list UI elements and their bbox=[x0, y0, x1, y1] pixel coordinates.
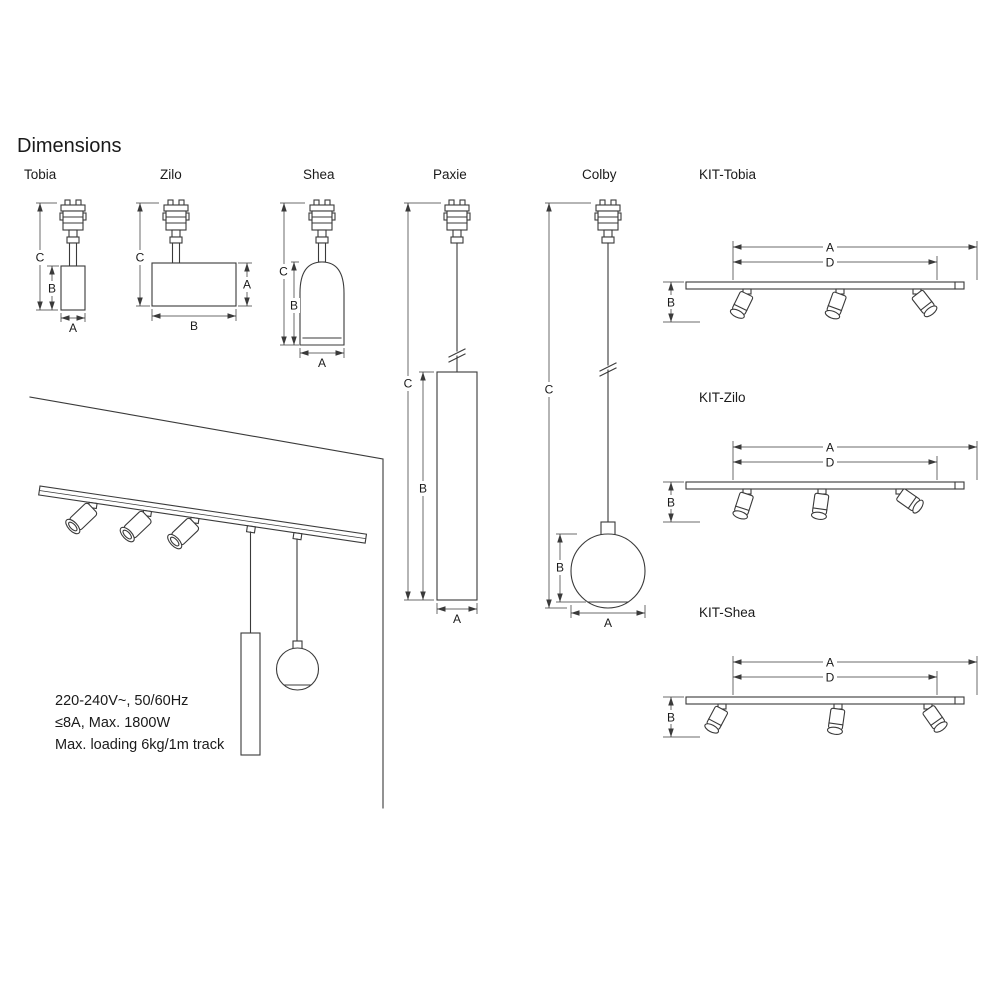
pendant-ball-icon bbox=[275, 538, 320, 691]
spec-loading: Max. loading 6kg/1m track bbox=[55, 737, 225, 753]
zilo-dim-a: A bbox=[243, 278, 251, 292]
track-perspective bbox=[38, 485, 368, 550]
spotlight-icon bbox=[731, 491, 755, 522]
colby-dim-b: B bbox=[556, 561, 564, 575]
tobia-dim-a: A bbox=[69, 321, 77, 335]
shea-dim-a: A bbox=[318, 356, 326, 370]
spotlight-icon bbox=[702, 704, 730, 736]
product-label-zilo: Zilo bbox=[160, 167, 182, 182]
kit-tobia-dim-a: A bbox=[826, 241, 834, 255]
track-adapter-icon bbox=[59, 199, 87, 244]
shea-body bbox=[299, 261, 345, 346]
paxie-body bbox=[436, 371, 478, 601]
page-title: Dimensions bbox=[17, 135, 121, 157]
zilo-dim-c: C bbox=[136, 251, 145, 265]
shea-figure: C B A bbox=[277, 199, 345, 370]
product-label-shea: Shea bbox=[303, 167, 335, 182]
pendant-cylinder-icon bbox=[240, 531, 261, 756]
colby-dim-a: A bbox=[604, 616, 612, 630]
kit-tobia-dim-b: B bbox=[667, 296, 675, 310]
track-adapter-icon bbox=[443, 199, 471, 244]
room-outline bbox=[29, 396, 384, 809]
tobia-figure: C B A bbox=[33, 199, 87, 335]
product-label-tobia: Tobia bbox=[24, 167, 57, 182]
kit-shea-dim-a: A bbox=[826, 656, 834, 670]
paxie-dim-a: A bbox=[453, 612, 461, 626]
tobia-dim-b: B bbox=[48, 282, 56, 296]
shea-dim-c: C bbox=[279, 265, 288, 279]
spotlight-icon bbox=[728, 290, 755, 321]
kit-tobia-dim-d: D bbox=[826, 256, 835, 270]
kit-zilo-dim-a: A bbox=[826, 441, 834, 455]
colby-dim-c: C bbox=[545, 383, 554, 397]
colby-body bbox=[570, 533, 646, 609]
kit-zilo-dim-d: D bbox=[826, 456, 835, 470]
spec-voltage: 220-240V~, 50/60Hz bbox=[55, 693, 188, 709]
tobia-dim-c: C bbox=[36, 251, 45, 265]
shea-dim-b: B bbox=[290, 299, 298, 313]
paxie-dim-b: B bbox=[419, 482, 427, 496]
track-adapter-icon bbox=[594, 199, 622, 244]
spotlight-icon bbox=[823, 290, 848, 322]
kit-tobia-figure: A D B bbox=[663, 240, 978, 323]
kit-shea-track bbox=[685, 696, 965, 705]
paxie-dim-c: C bbox=[404, 377, 413, 391]
spec-current: ≤8A, Max. 1800W bbox=[55, 715, 170, 731]
kit-zilo-figure: A D B bbox=[663, 440, 978, 523]
kit-label-zilo: KIT-Zilo bbox=[699, 390, 746, 405]
zilo-figure: C A B bbox=[133, 199, 254, 333]
product-label-paxie: Paxie bbox=[433, 167, 467, 182]
paxie-figure: C B A bbox=[401, 199, 478, 626]
kit-zilo-track bbox=[685, 481, 965, 490]
spotlight-icon bbox=[65, 502, 98, 535]
kit-shea-dim-b: B bbox=[667, 711, 675, 725]
spotlight-icon bbox=[119, 510, 152, 543]
track-adapter-icon bbox=[308, 199, 336, 244]
tobia-body bbox=[60, 265, 86, 311]
track-adapter-icon bbox=[162, 199, 190, 244]
kit-label-tobia: KIT-Tobia bbox=[699, 167, 757, 182]
spotlight-icon bbox=[167, 517, 200, 550]
kit-label-shea: KIT-Shea bbox=[699, 605, 756, 620]
installation-scene: 220-240V~, 50/60Hz ≤8A, Max. 1800W Max. … bbox=[29, 396, 384, 809]
kit-zilo-dim-b: B bbox=[667, 496, 675, 510]
zilo-dim-b: B bbox=[190, 319, 198, 333]
colby-figure: C B A bbox=[542, 199, 646, 630]
zilo-body bbox=[151, 262, 237, 307]
kit-shea-figure: A D B bbox=[663, 655, 978, 738]
kit-shea-dim-d: D bbox=[826, 671, 835, 685]
kit-tobia-track bbox=[685, 281, 965, 290]
spotlight-icon bbox=[826, 707, 846, 736]
product-label-colby: Colby bbox=[582, 167, 617, 182]
spotlight-icon bbox=[810, 492, 830, 521]
